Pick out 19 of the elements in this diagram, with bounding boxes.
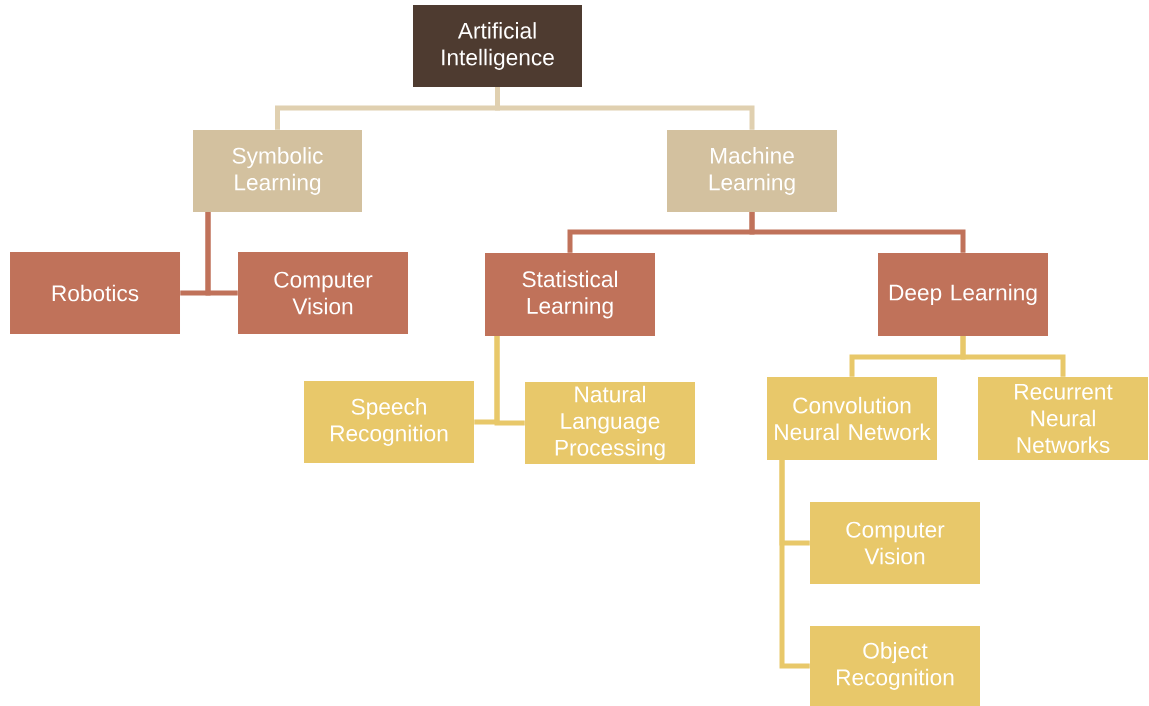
category-box: Robotics [10, 252, 180, 334]
connector-line [779, 460, 810, 669]
category-box: Convolution Neural Network [767, 377, 937, 460]
category-box: Symbolic Learning [193, 130, 362, 212]
connector-line [494, 336, 525, 426]
connector-line [205, 212, 238, 296]
category-box: Statistical Learning [485, 253, 655, 336]
category-box: Deep Learning [878, 253, 1048, 336]
connector-line [749, 212, 966, 253]
category-box: Speech Recognition [304, 381, 474, 463]
category-box: Recurrent Neural Networks [978, 377, 1148, 460]
category-box: Object Recognition [810, 626, 980, 706]
category-box: Machine Learning [667, 130, 837, 212]
category-box: Computer Vision [238, 252, 408, 334]
category-box: Natural Language Processing [525, 382, 695, 464]
category-box: Computer Vision [810, 502, 980, 584]
category-box: Artificial Intelligence [413, 5, 582, 87]
connector-line [960, 336, 1066, 377]
connector-line [495, 87, 755, 130]
